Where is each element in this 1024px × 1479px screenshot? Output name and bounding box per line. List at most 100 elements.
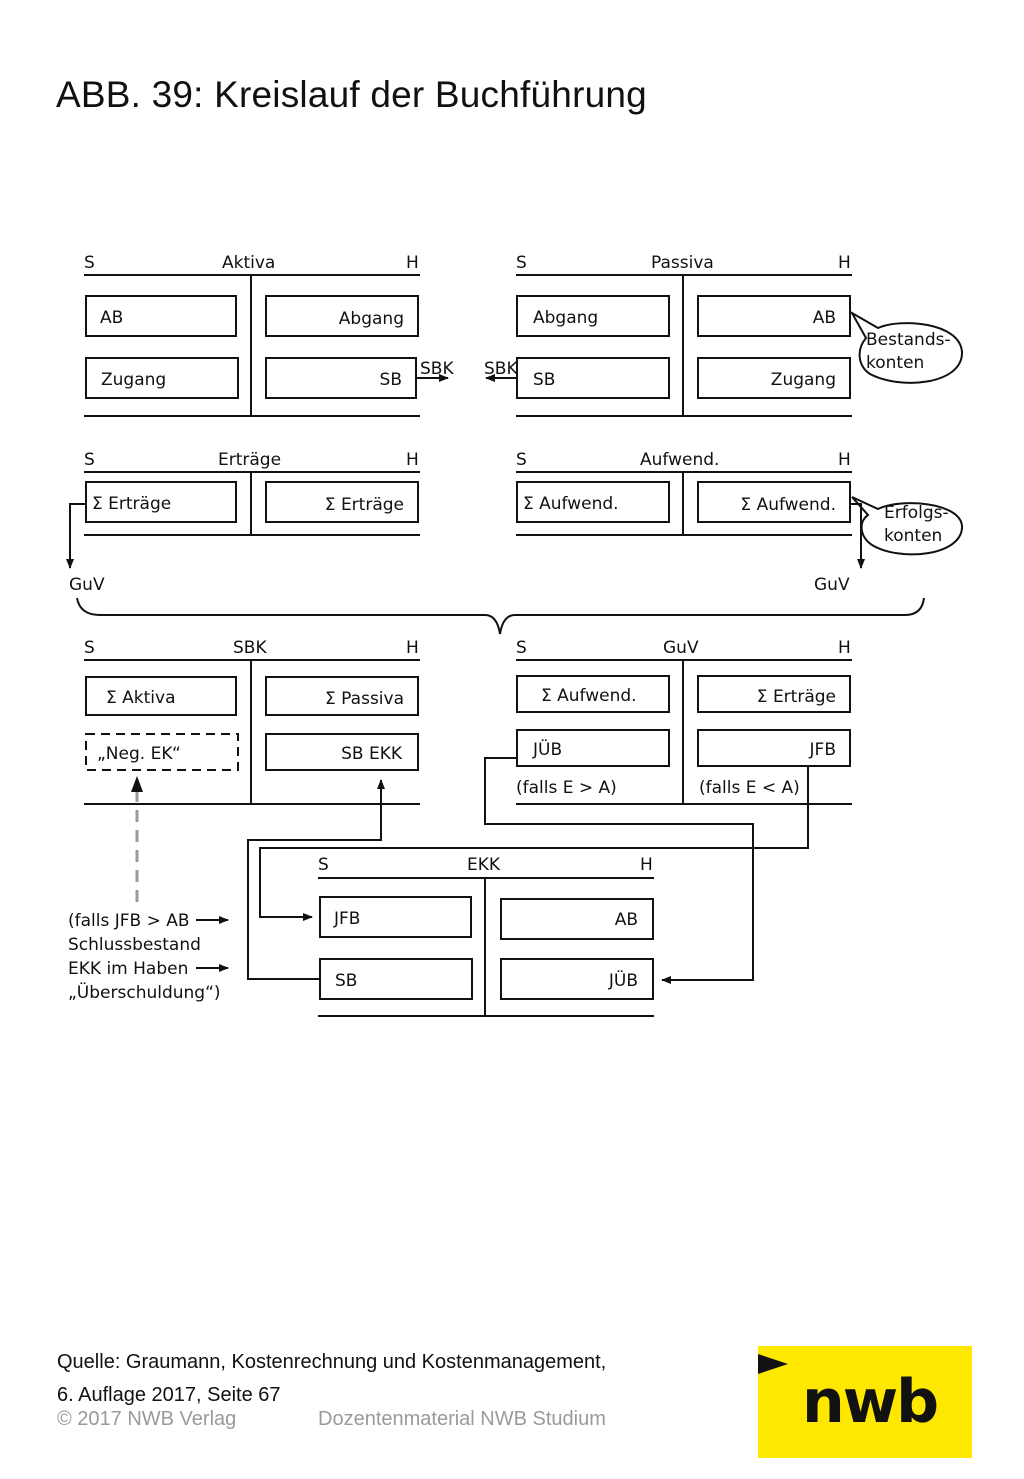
diagram-label: S [84,638,95,658]
diagram-label: GuV [663,638,699,658]
diagram-label: Erfolgs- [884,503,949,523]
diagram-label: SBK [233,638,267,658]
diagram-label: S [516,638,527,658]
passiva-zugang-box [697,357,851,399]
diagram-label: JÜB [608,969,638,991]
aktiva-abgang-box [265,295,419,337]
diagram-label: S [84,450,95,470]
diagram-label: EKK [467,855,501,875]
arrow-ekk-sb-to-sbk [247,779,385,980]
logo-text: nwb [802,1367,939,1437]
copyright: © 2017 NWB Verlag [57,1408,237,1430]
diagram-label: GuV [69,575,105,595]
diagram-label: Bestands- [866,330,951,350]
diagram-label: H [838,638,851,658]
diagram-label: Σ Erträge [757,687,836,707]
diagram-shape [265,481,419,523]
diagram-label: „Überschuldung“) [68,981,221,1003]
diagram-label: Σ Passiva [325,689,404,709]
diagram-shape [66,274,964,1017]
diagram-shape [500,958,654,1000]
diagram-label: Σ Erträge [92,494,171,514]
diagram-label: JFB [333,909,360,929]
diagram-label: AB [813,308,836,328]
diagram-label: SBK [484,359,518,379]
diagram-shape [697,675,851,713]
diagram-shape [516,481,670,523]
diagram-label: H [838,450,851,470]
diagram-shape: S Aktiva H S Passiva H S Erträge H S Auf… [84,253,851,875]
logo-triangle-icon [758,1354,788,1374]
diagram-label: Passiva [651,253,714,273]
account-guv [516,659,852,805]
diagram-shape [85,733,239,771]
account-ertraege [84,471,420,536]
diagram-shape [131,776,143,792]
diagram-label: S [516,450,527,470]
diagram-label: konten [866,353,924,373]
diagram-label: GuV [814,575,850,595]
diagram-shape [265,733,419,771]
diagram-label: Abgang [339,309,404,329]
diagram-shape [85,481,237,523]
diagram-label: Zugang [771,370,836,390]
diagram-label: Σ Erträge [325,495,404,515]
guv-brace [76,597,925,635]
account-sbk [84,659,420,805]
dozent-label: Dozentenmaterial NWB Studium [318,1408,606,1430]
bookkeeping-cycle-diagram: S Aktiva H S Passiva H S Erträge H S Auf… [66,253,964,1017]
diagram-label: EKK im Haben [68,959,188,979]
diagram-label: H [640,855,653,875]
diagram-label: Schlussbestand [68,935,201,955]
diagram-label: SB [335,971,357,991]
account-ekk [318,877,654,1017]
diagram-label: SB [533,370,555,390]
diagram-shape [500,898,654,940]
diagram-label: Σ Aufwend. [541,686,637,706]
diagram-label: Σ Aufwend. [523,494,619,514]
diagram-shape [516,675,670,713]
diagram-label: (falls JFB > AB [68,911,190,931]
diagram-shape [697,729,851,767]
diagram-label: Σ Aktiva [106,688,176,708]
diagram-label: (falls E > A) [516,778,617,798]
arrow-ertraege-to-guv [66,503,86,569]
diagram-shape [85,676,237,716]
diagram-shape [319,896,472,938]
diagram-label: SB [380,370,402,390]
diagram-label: S [84,253,95,273]
erfolgskonten-bubble [851,496,964,556]
diagram-label: Zugang [101,370,166,390]
diagram-label: S [516,253,527,273]
diagram-label: H [838,253,851,273]
arrow-juB-to-ekk [484,757,754,984]
page-title: ABB. 39: Kreislauf der Buchführung [56,74,647,115]
account-aktiva [84,274,420,417]
diagram-label: SB EKK [341,744,403,764]
arrow-aufwend-to-guv [850,503,865,569]
diagram-label: Σ Aufwend. [740,495,836,515]
passiva-ab-box [697,295,851,337]
passiva-abgang-box [516,295,670,337]
diagram-label: Aufwend. [640,450,719,470]
account-aufwend [516,471,852,536]
diagram-shape [516,729,670,767]
aktiva-ab-label: AB [100,308,123,328]
diagram-label: Aktiva [222,253,275,273]
diagram-shape [265,676,419,716]
diagram-label: AB [615,910,638,930]
account-passiva [516,274,852,417]
aktiva-zugang-box [85,357,239,399]
source-line-2: 6. Auflage 2017, Seite 67 [57,1384,281,1406]
diagram-label: Abgang [533,308,598,328]
arrow-jfb-to-ekk [259,766,809,921]
diagram-label: S [318,855,329,875]
aktiva-ab-box [85,295,237,337]
diagram-label: konten [884,526,942,546]
nwb-logo: nwb [758,1346,972,1458]
diagram-label: (falls E < A) [699,778,800,798]
diagram-label: „Neg. EK“ [97,744,181,764]
diagram-label: SBK [420,359,454,379]
diagram-label: JÜB [532,738,562,760]
diagram-shape [697,481,851,523]
